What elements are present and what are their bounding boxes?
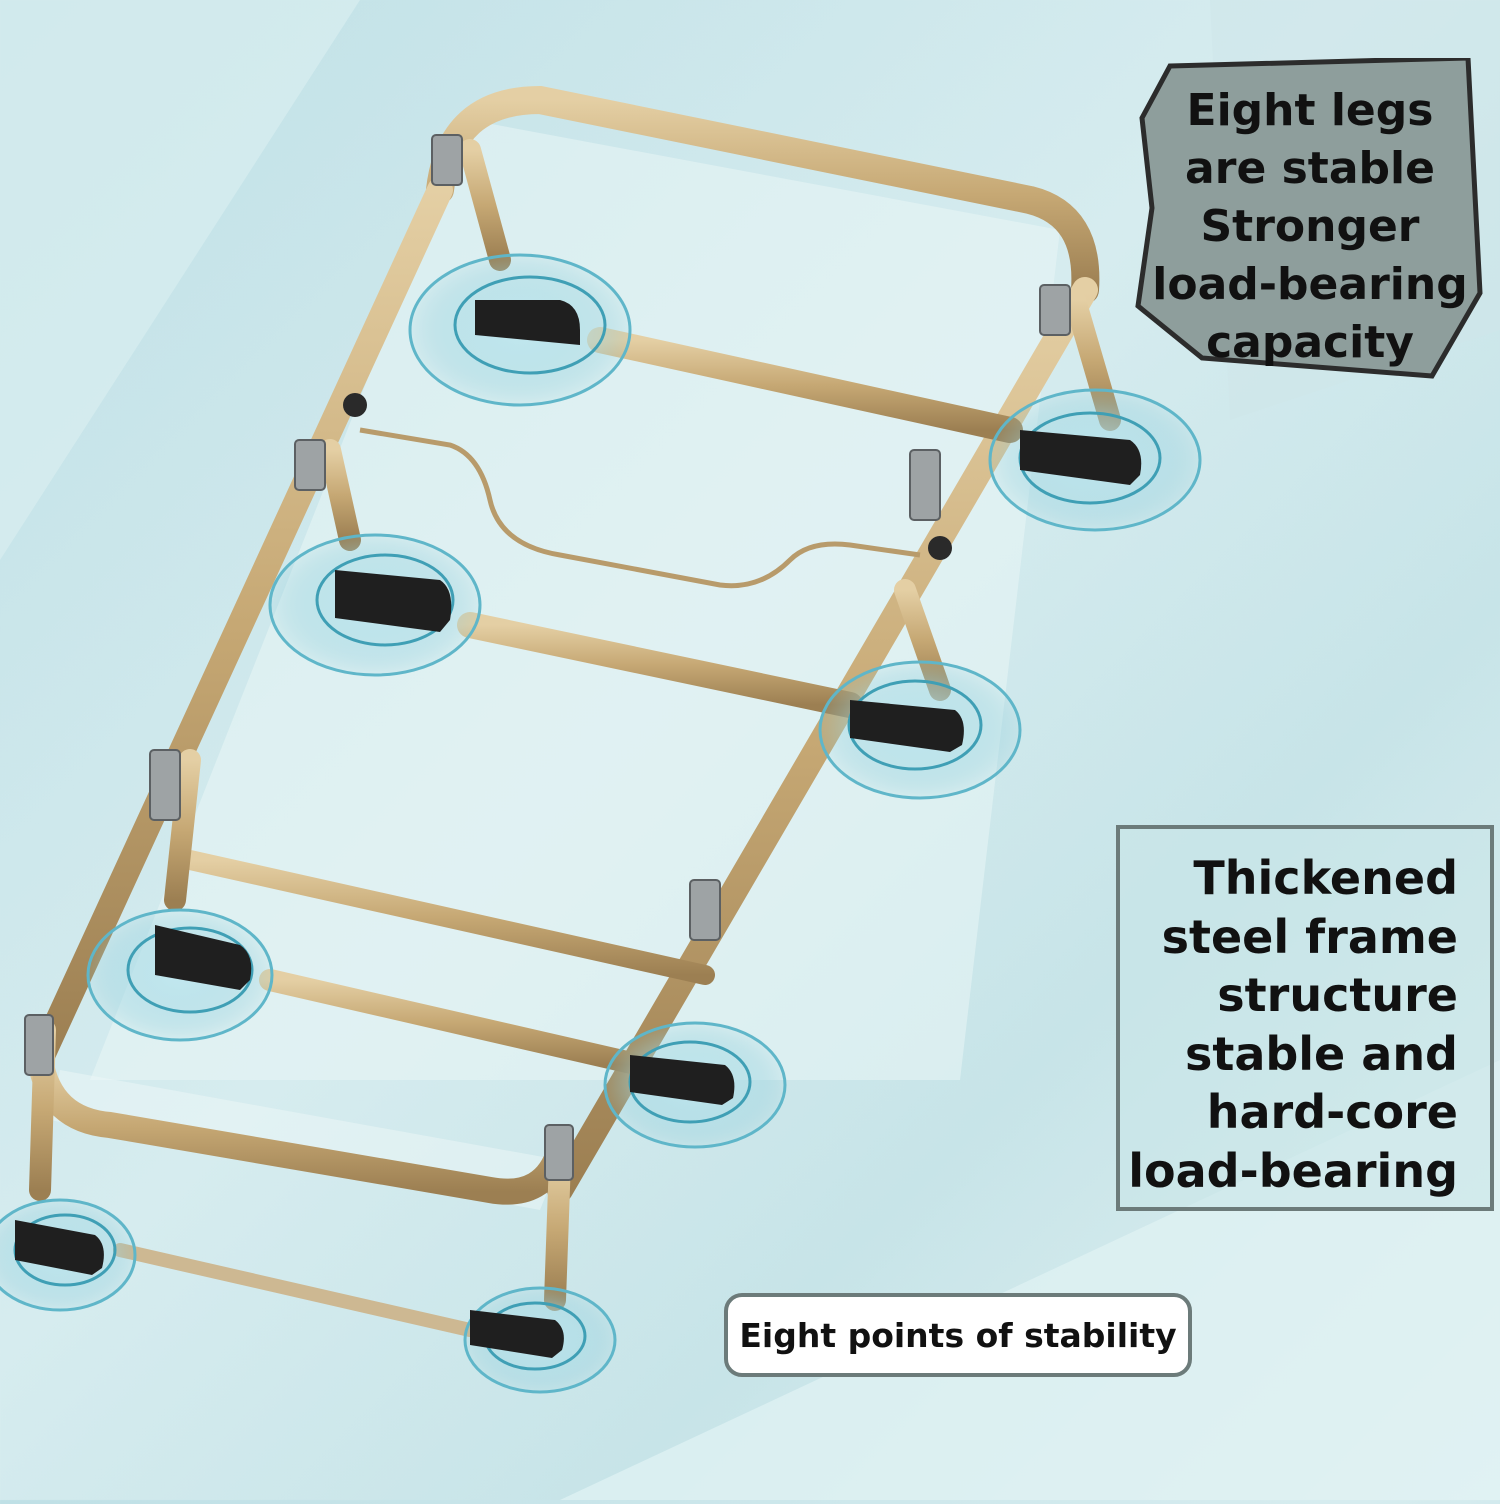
foot-ring-1 [408, 253, 632, 407]
callout-line: Eight legs [1186, 85, 1434, 136]
hinge-brackets [24, 134, 1071, 1181]
foot-ring-3 [268, 533, 482, 677]
steel-frame-callout: Thickened steel frame structure stable a… [1116, 825, 1494, 1211]
foot-ring-2 [988, 388, 1202, 532]
foot-ring-5 [86, 908, 274, 1042]
foot-ring-6 [603, 1021, 787, 1149]
stability-points-label: Eight points of stability [724, 1293, 1192, 1377]
bed-fabric [90, 120, 1060, 1080]
cross-bar-5 [113, 1243, 477, 1337]
hinge-knobs [343, 393, 952, 560]
cross-bar-2 [457, 612, 863, 718]
stable-legs-text: Eight legs are stable Stronger load-bear… [1140, 82, 1480, 372]
support-wire [359, 427, 921, 589]
cross-bar-4 [259, 969, 651, 1076]
callout-line: capacity [1206, 317, 1414, 368]
ceiling-panel [0, 0, 360, 560]
left-rail [27, 177, 453, 1073]
steel-frame-text: Thickened steel frame structure stable a… [1118, 849, 1458, 1200]
stable-legs-callout: Eight legs are stable Stronger load-bear… [1132, 58, 1484, 386]
callout-line: load-bearing [1152, 259, 1468, 310]
callout-line: stable and [1184, 1026, 1458, 1081]
callout-line: structure [1217, 968, 1458, 1022]
cross-bar-1 [587, 327, 1023, 443]
foot-ring-7 [0, 1198, 137, 1312]
callout-line: load-bearing [1128, 1143, 1458, 1198]
octagon-badge-shape [1135, 58, 1483, 379]
cross-bar-3 [180, 850, 715, 985]
callout-line: steel frame [1161, 909, 1458, 964]
foot-ring-4 [818, 660, 1022, 800]
callout-line: Stronger [1200, 201, 1420, 252]
foot-ring-8 [463, 1286, 617, 1394]
callout-line: Thickened [1193, 851, 1458, 905]
callout-line: are stable [1185, 143, 1435, 194]
callout-line: hard-core [1206, 1085, 1458, 1139]
